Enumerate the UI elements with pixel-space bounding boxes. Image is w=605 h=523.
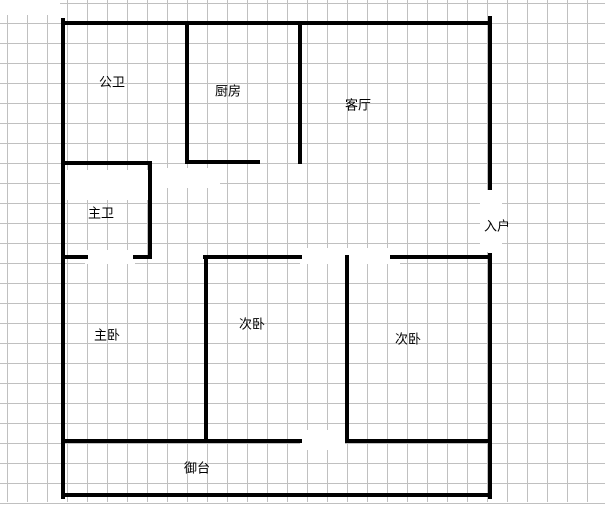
door-gap (0, 0, 60, 15)
room-label-second-bedroom-2: 次卧 (394, 332, 422, 348)
grid (0, 0, 605, 504)
door-gap (150, 168, 220, 188)
room-label-master-bedroom: 主卧 (93, 328, 121, 344)
door-gap (480, 190, 502, 252)
erased-patches (0, 0, 502, 450)
door-gap (300, 430, 345, 450)
door-gap (60, 170, 150, 200)
room-label-balcony: 御台 (183, 461, 211, 477)
room-label-kitchen: 厨房 (214, 84, 242, 100)
door-gap (300, 248, 400, 264)
room-label-living-room: 客厅 (344, 98, 372, 114)
room-label-entrance: 入户 (483, 219, 511, 235)
room-label-public-bathroom: 公卫 (98, 75, 126, 91)
walls (61, 16, 492, 499)
room-label-second-bedroom-1: 次卧 (238, 317, 266, 333)
door-gap (85, 250, 135, 264)
room-label-master-bathroom: 主卫 (87, 206, 115, 222)
